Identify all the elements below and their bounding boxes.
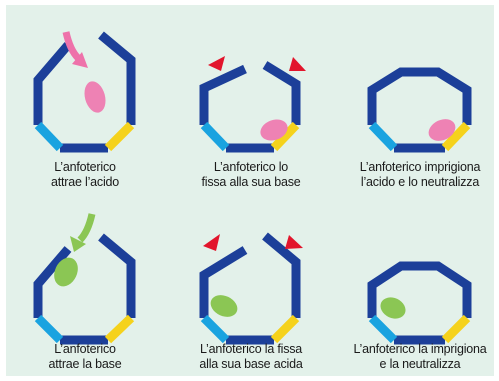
caption-line: alla sua base acida bbox=[199, 357, 303, 371]
caption-line: e la neutralizza bbox=[379, 357, 461, 371]
base-attract-cage-icon bbox=[33, 233, 136, 345]
cage-frame bbox=[262, 61, 301, 125]
right-base-segment bbox=[441, 314, 471, 344]
caption-line: l’acido e lo neutralizza bbox=[360, 175, 480, 189]
acid-molecule-icon bbox=[260, 119, 288, 141]
right-base-segment bbox=[441, 121, 471, 152]
caption-line: L’anfoterico la fissa bbox=[199, 342, 303, 356]
closing-marker-left-icon bbox=[208, 56, 225, 71]
caption-acid-attract: L’anfoterico attrae l’acido bbox=[5, 160, 165, 190]
caption-line: L’anfoterico la imprigiona bbox=[353, 342, 487, 356]
left-base-segment bbox=[200, 314, 230, 344]
right-base-segment bbox=[270, 121, 300, 152]
left-base-segment bbox=[368, 121, 398, 152]
cage-frame bbox=[98, 233, 136, 318]
left-base-segment bbox=[34, 121, 64, 152]
cage-frame bbox=[33, 246, 72, 318]
acid-attract-cage-icon bbox=[33, 31, 136, 153]
cage-frame bbox=[367, 67, 472, 125]
cage-frame bbox=[98, 31, 136, 125]
cage-frame bbox=[199, 64, 247, 125]
left-base-segment bbox=[34, 314, 64, 344]
caption-line: L’anfoterico bbox=[54, 342, 116, 356]
caption-acid-trap: L’anfoterico imprigiona l’acido e lo neu… bbox=[340, 160, 499, 190]
base-molecule-icon bbox=[54, 257, 78, 287]
cage-frame bbox=[199, 246, 248, 318]
closing-marker-right-icon bbox=[289, 57, 306, 71]
base-arrow-icon bbox=[70, 213, 96, 252]
acid-arrow-icon bbox=[62, 31, 88, 68]
caption-line: attrae l’acido bbox=[50, 175, 120, 189]
caption-base-attract: L’anfoterico attrae la base bbox=[5, 342, 165, 372]
cage-frame bbox=[367, 261, 472, 318]
right-base-segment bbox=[270, 314, 300, 344]
cage-frame bbox=[33, 42, 72, 125]
caption-acid-fix: L’anfoterico lo fissa alla sua base bbox=[171, 160, 331, 190]
base-molecule-icon bbox=[380, 297, 406, 319]
right-base-segment bbox=[104, 314, 135, 344]
caption-line: L’anfoterico imprigiona bbox=[359, 160, 481, 174]
right-base-segment bbox=[104, 121, 135, 152]
caption-line: L’anfoterico lo bbox=[213, 160, 289, 174]
base-molecule-icon bbox=[210, 295, 238, 317]
acid-molecule-icon bbox=[84, 81, 106, 113]
acid-trap-cage-icon bbox=[367, 67, 472, 153]
caption-line: attrae la base bbox=[48, 357, 122, 371]
closing-marker-right-icon bbox=[285, 235, 303, 249]
base-trap-cage-icon bbox=[367, 261, 472, 345]
caption-base-trap: L’anfoterico la imprigiona e la neutrali… bbox=[340, 342, 499, 372]
left-base-segment bbox=[200, 121, 230, 152]
acid-fix-cage-icon bbox=[199, 61, 301, 153]
closing-marker-left-icon bbox=[203, 234, 220, 251]
caption-base-fix: L’anfoterico la fissa alla sua base acid… bbox=[171, 342, 331, 372]
acid-molecule-icon bbox=[428, 119, 456, 141]
caption-line: L’anfoterico bbox=[54, 160, 116, 174]
caption-line: fissa alla sua base bbox=[201, 175, 301, 189]
base-fix-cage-icon bbox=[199, 232, 301, 345]
cage-frame bbox=[262, 232, 301, 318]
left-base-segment bbox=[368, 314, 398, 344]
